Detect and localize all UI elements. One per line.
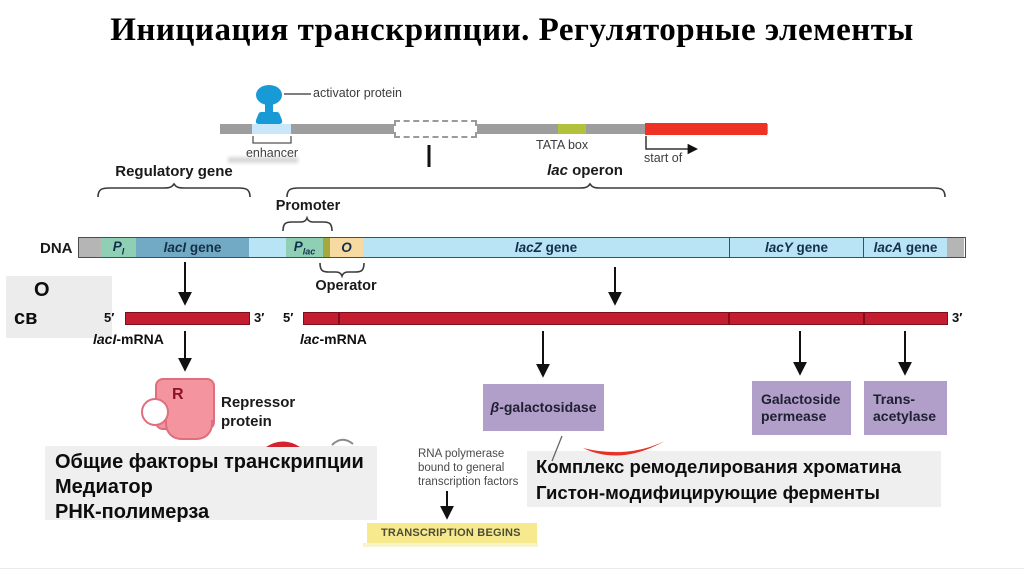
laci-gene-text: gene (186, 240, 222, 255)
plac-sub: lac (302, 246, 316, 257)
lac-italic: lac (547, 162, 568, 179)
repressor-r-label: R (172, 386, 184, 403)
rna-pol-line2: bound to general (418, 462, 505, 474)
laci-mrna-3prime: 3′ (254, 310, 265, 325)
clipped-line-2: св (14, 307, 38, 329)
operator-brace (319, 262, 365, 279)
dna-bar: PI lacI gene Plac O lacZ gene lacY gene … (78, 237, 966, 258)
dna-segment-pi: PI (101, 238, 136, 257)
plac-label: P (293, 238, 303, 254)
gray-arc-remnant (331, 438, 354, 446)
lac-mrna-italic: lac (300, 331, 320, 347)
start-of-label: start of (644, 151, 683, 165)
transacetylase-box: Trans- acetylase (864, 381, 947, 435)
laci-mrna-5prime: 5′ (104, 310, 115, 325)
repressor-protein-label: Repressor protein (221, 393, 295, 431)
operator-o-label: O (341, 240, 352, 255)
transcription-begins-text: TRANSCRIPTION BEGINS (381, 527, 521, 539)
enhancer-segment (252, 124, 291, 134)
rna-polymerase-note: RNA polymerase bound to general transcri… (418, 447, 518, 489)
lac-mrna-label: lac-mRNA (300, 331, 367, 347)
rna-pol-line1: RNA polymerase (418, 448, 505, 460)
tata-box-segment (558, 124, 586, 134)
tata-box-label: TATA box (536, 138, 589, 152)
lac-mrna-3prime: 3′ (952, 310, 963, 325)
mrna-divider-1 (338, 313, 340, 324)
bottom-faint-line (0, 568, 1024, 569)
dna-spacer-left (79, 238, 101, 257)
enhancer-bracket (252, 136, 292, 144)
permease-line1: Galactoside (761, 391, 841, 407)
transcription-begins-tag: TRANSCRIPTION BEGINS (367, 523, 537, 543)
repressor-lobe (165, 420, 213, 440)
dna-segment-plac: Plac (286, 238, 323, 257)
mrna-divider-2 (728, 313, 730, 324)
dna-label: DNA (40, 240, 73, 257)
blurred-text-remnant (228, 157, 298, 163)
dna-spacer-mid (249, 238, 286, 257)
repressor-notch (141, 398, 169, 426)
dna-segment-lacz: lacZ gene (363, 238, 729, 257)
lac-mrna-5prime: 5′ (283, 310, 294, 325)
regulatory-gene-label: Regulatory gene (115, 163, 233, 180)
galactoside-permease-box: Galactoside permease (752, 381, 851, 435)
chromatin-remodeling-box: Комплекс ремоделирования хроматина Гисто… (527, 451, 941, 507)
lac-mrna-rest: -mRNA (319, 331, 367, 347)
laca-gene-text: gene (902, 240, 938, 255)
left-box-line3: РНК-полимерза (55, 501, 210, 523)
lacy-gene-text: gene (792, 240, 829, 255)
right-box-line1: Комплекс ремоделирования хроматина (536, 456, 902, 477)
dna-gap-dashed-box (394, 120, 477, 138)
transacetylase-line2: acetylase (873, 408, 937, 424)
enhancer-label: enhancer (245, 146, 299, 160)
permease-line2: permease (761, 408, 827, 424)
laci-mrna-italic: lacI (93, 331, 117, 347)
yellow-glow-remnant (363, 543, 538, 547)
transacetylase-line1: Trans- (873, 391, 916, 407)
lacy-label: lacY (764, 240, 793, 255)
lac-mrna-bar (303, 312, 948, 325)
pi-sub: I (121, 246, 125, 257)
lac-operon-label: lac operon (520, 162, 650, 179)
pi-label: P (112, 238, 122, 254)
start-of-arrow (645, 136, 699, 155)
start-site-segment (645, 123, 767, 135)
dna-segment-laca: lacA gene (863, 238, 947, 257)
activator-protein-icon (255, 85, 283, 124)
clipped-text-box: О св (6, 276, 112, 338)
lacz-label: lacZ (514, 240, 542, 255)
promoter-label: Promoter (275, 198, 341, 214)
beta-galactosidase-box: β-galactosidase (483, 384, 604, 431)
laca-label: lacA (873, 240, 903, 255)
laci-label: lacI (163, 240, 187, 255)
repressor-label-line2: protein (221, 413, 272, 430)
activator-protein-label: activator protein (313, 86, 402, 100)
mrna-divider-3 (863, 313, 865, 324)
dna-segment-olive (323, 238, 330, 257)
left-box-line1: Общие факторы транскрипции (55, 451, 364, 473)
laci-mrna-bar (125, 312, 250, 325)
lacz-gene-text: gene (541, 240, 578, 255)
laci-mrna-rest: -mRNA (116, 331, 164, 347)
laci-mrna-label: lacI-mRNA (93, 331, 164, 347)
lac-operon-brace (286, 182, 946, 198)
operon-text: operon (567, 162, 623, 179)
promoter-brace (282, 215, 333, 232)
right-box-line2: Гистон-модифицирующие ферменты (536, 482, 880, 503)
clipped-line-1: О (34, 279, 50, 301)
regulatory-gene-brace (97, 182, 251, 198)
beta-symbol: β (490, 399, 500, 415)
rna-pol-line3: transcription factors (418, 476, 519, 488)
dna-spacer-right (947, 238, 964, 257)
bgal-text: -galactosidase (499, 399, 597, 415)
top-gene-bar (220, 124, 768, 134)
operator-label: Operator (315, 278, 377, 294)
dna-segment-laci: lacI gene (136, 238, 249, 257)
dna-segment-lacy: lacY gene (729, 238, 863, 257)
dna-segment-operator: O (330, 238, 363, 257)
repressor-label-line1: Repressor (221, 394, 296, 411)
left-box-line2: Медиатор (55, 476, 153, 498)
transcription-factors-box: Общие факторы транскрипции Медиатор РНК-… (45, 446, 377, 523)
page-title: Инициация транскрипции. Регуляторные эле… (110, 12, 914, 48)
